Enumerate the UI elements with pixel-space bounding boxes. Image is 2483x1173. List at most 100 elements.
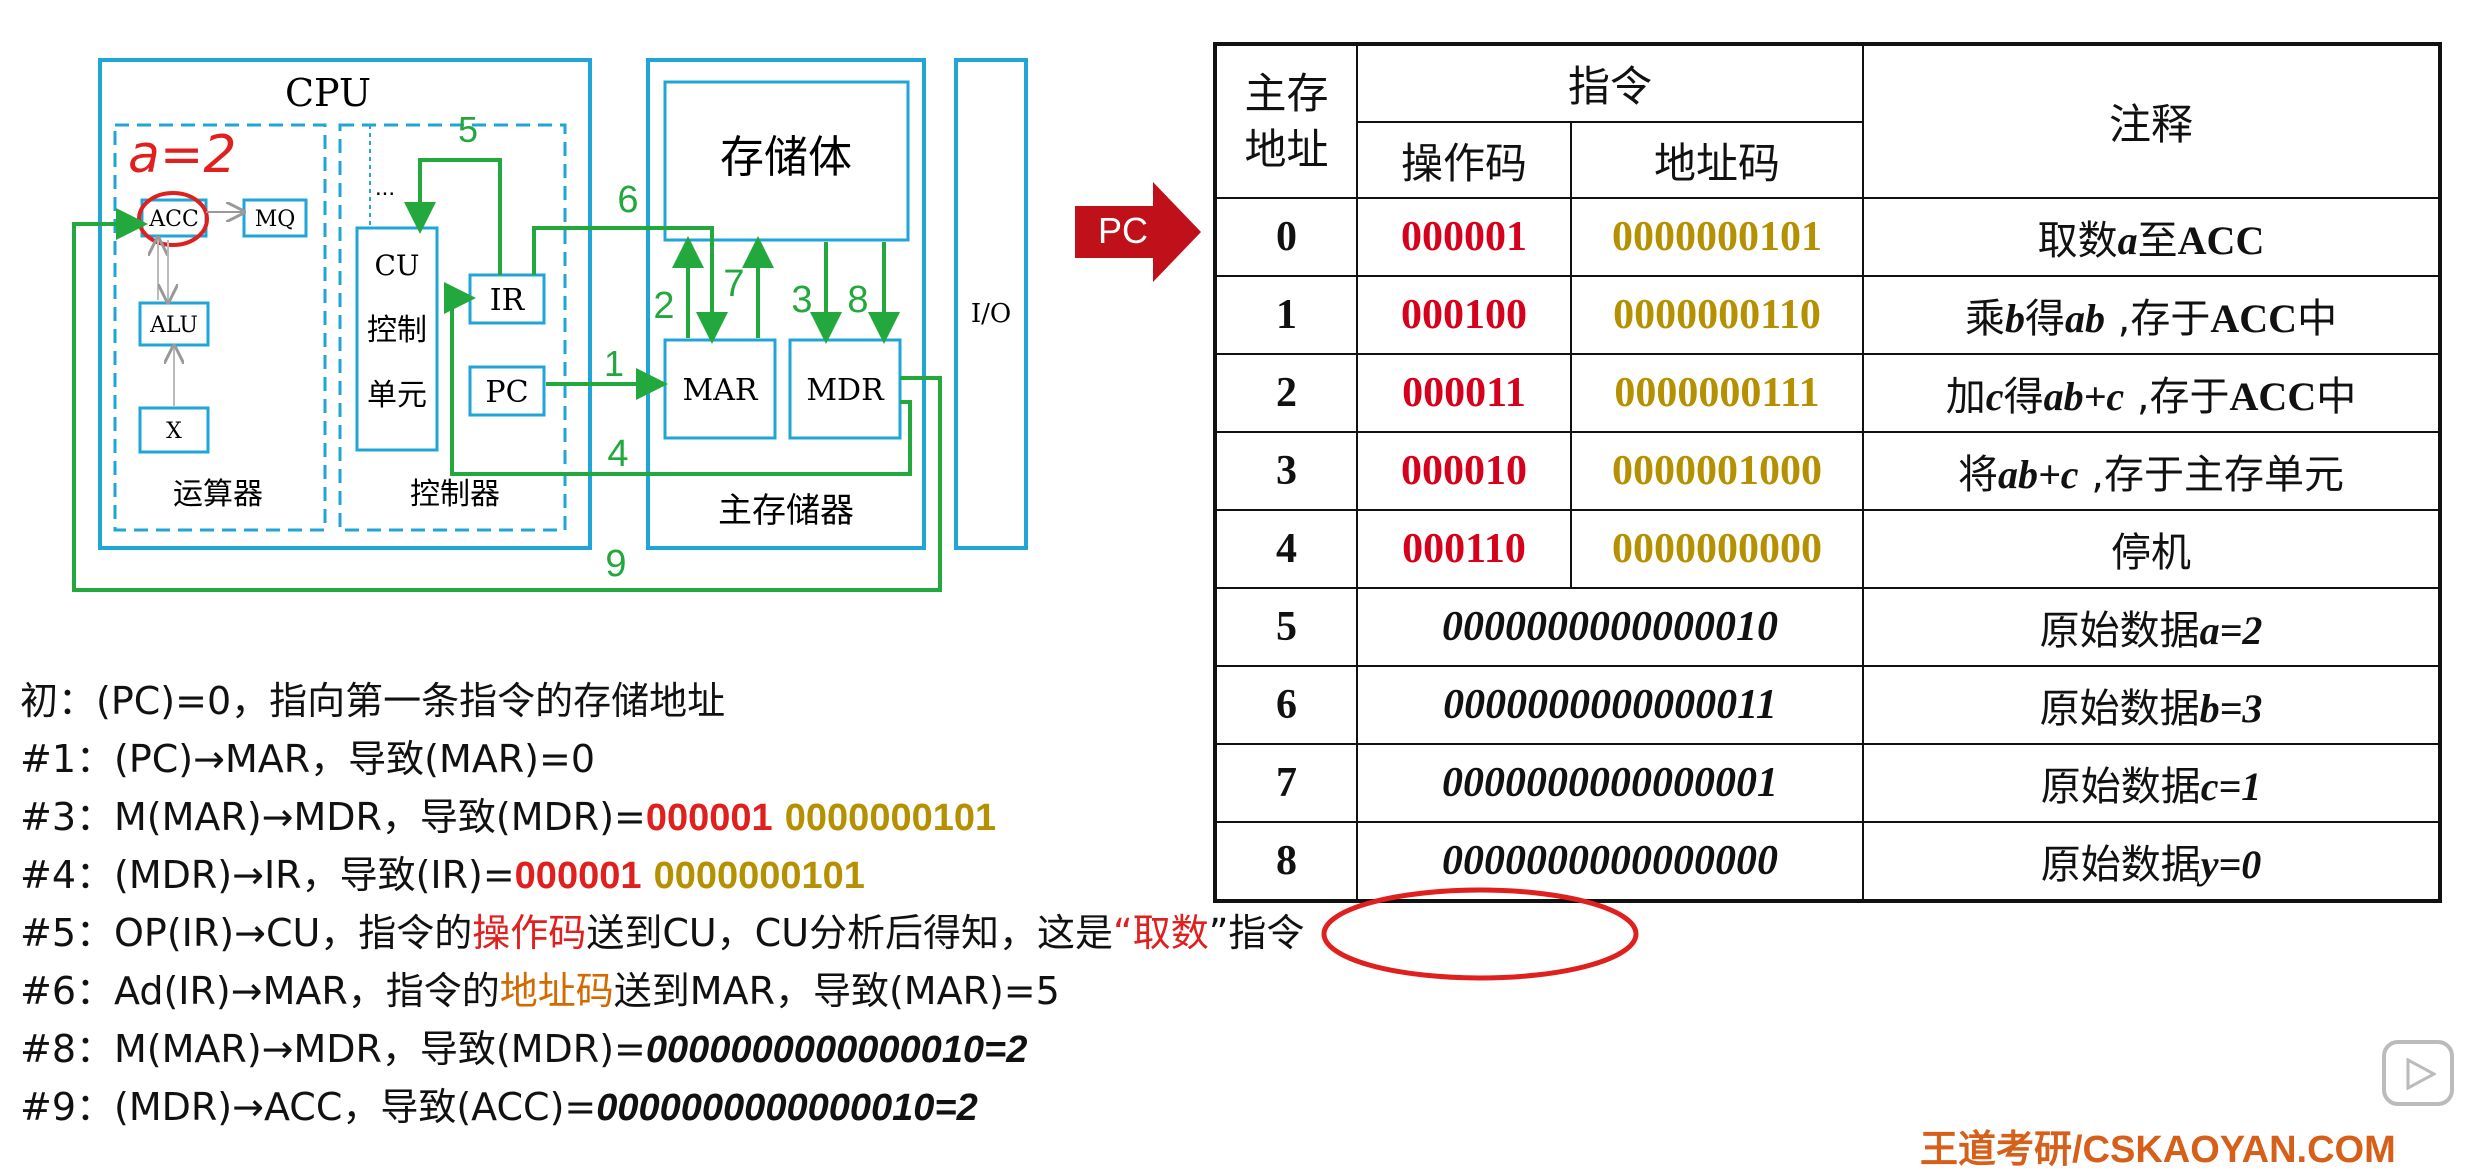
note-part: 中: [2297, 296, 2338, 342]
mdr-label: MDR: [806, 373, 885, 408]
x-box: [138, 406, 210, 454]
note-part: ab: [2064, 296, 2105, 341]
header-note: 注释: [1862, 43, 2442, 199]
cell-addrcode: 0000000110: [1569, 275, 1865, 355]
cell-address: 5: [1214, 587, 1358, 667]
step-6: #6：Ad(IR)→MAR，指令的地址码送到MAR，导致(MAR)=5: [20, 962, 1660, 1020]
cell-opcode: 000110: [1356, 509, 1572, 589]
step-4: #4：(MDR)→IR，导致(IR)=000001 0000000101: [20, 846, 1660, 904]
step-3-addrcode: 0000000101: [784, 797, 997, 839]
cell-opcode: 000100: [1356, 275, 1572, 355]
step-6-text: #6：Ad(IR)→MAR，指令的: [20, 969, 500, 1013]
step-5-quote-open: “: [1113, 911, 1133, 955]
cell-address: 8: [1214, 821, 1358, 902]
flow-4: [444, 282, 912, 476]
step-4-text: #4：(MDR)→IR，导致(IR)=: [20, 853, 515, 897]
cell-address: 4: [1214, 509, 1358, 589]
step-1: #1：(PC)→MAR，导致(MAR)=0: [20, 737, 595, 781]
cell-note: 乘b得ab ,存于ACC中: [1862, 275, 2442, 355]
quote-highlight-circle: [1321, 887, 1639, 981]
note-part: 原始数据: [2039, 686, 2200, 732]
note-part: 原始数据: [2040, 764, 2201, 810]
alu-group-label: 运算器: [173, 477, 263, 512]
memory-group-label: 主存储器: [718, 491, 854, 531]
mdr-box: [788, 338, 902, 440]
cell-note: 将ab+c ,存于主存单元: [1862, 431, 2442, 511]
pc-arrow-icon: [1075, 182, 1201, 282]
cell-note: 原始数据a=2: [1862, 587, 2442, 667]
note-part: b=3: [2199, 686, 2263, 731]
step-9: #9：(MDR)→ACC，导致(ACC)=0000000000000010=2: [20, 1078, 1660, 1136]
cell-opcode: 000001: [1356, 197, 1572, 277]
note-part: c=1: [2200, 764, 2262, 809]
note-part: y=0: [2200, 842, 2262, 887]
header-instruction: 指令: [1355, 43, 1865, 123]
step-6-highlight: 地址码: [499, 969, 614, 1013]
execution-steps: 初：(PC)=0，指向第一条指令的存储地址 #1：(PC)→MAR，导致(MAR…: [20, 672, 1660, 1136]
storage-label: 存储体: [720, 132, 852, 183]
step-init: 初：(PC)=0，指向第一条指令的存储地址: [20, 679, 726, 723]
cell-opcode: 000011: [1356, 353, 1572, 433]
cu-label-3: 单元: [367, 378, 427, 413]
step-4-opcode: 000001: [514, 855, 642, 897]
step-8-value: 0000000000000010=2: [645, 1029, 1028, 1071]
note-part: a=2: [2199, 608, 2263, 653]
cell-note: 加c得ab+c ,存于ACC中: [1862, 353, 2442, 433]
step-5-highlight: 操作码: [472, 911, 587, 955]
step-8-text: #8：M(MAR)→MDR，导致(MDR)=: [20, 1027, 646, 1071]
note-part: 乘: [1964, 296, 2005, 342]
note-part: 取数: [2037, 218, 2118, 264]
note-part: 将: [1958, 452, 1999, 498]
cell-address: 7: [1214, 743, 1358, 823]
note-part: ,存于: [2104, 296, 2211, 342]
header-opcode: 操作码: [1356, 121, 1572, 199]
step-5-quoted: 取数: [1132, 911, 1209, 955]
acc-annotation: a=2: [128, 125, 237, 185]
cu-label-1: CU: [374, 249, 419, 282]
cell-addrcode: 0000000101: [1569, 197, 1865, 277]
note-part: 至: [2137, 218, 2178, 264]
note-part: ab+c: [1998, 452, 2079, 497]
flow-6: [532, 226, 728, 344]
storage-box: [663, 80, 910, 242]
pc-label: PC: [485, 375, 528, 410]
cell-data-word: 0000000000000010: [1355, 587, 1865, 667]
flow-label-4: 4: [607, 433, 628, 475]
pc-box: [468, 365, 546, 417]
cell-address: 3: [1214, 431, 1358, 511]
cell-address: 6: [1214, 665, 1358, 745]
step-3: #3：M(MAR)→MDR，导致(MDR)=000001 0000000101: [20, 788, 1660, 846]
note-part: a: [2117, 218, 2138, 263]
computer-architecture-diagram: CPU ACC a=2 MQ ALU X 运算器 ... CU 控制 单元 IR…: [72, 58, 1028, 592]
note-part: ACC: [2177, 218, 2265, 263]
step-5-post: 指令: [1228, 911, 1305, 955]
flow-label-6: 6: [617, 179, 638, 221]
step-4-addrcode: 0000000101: [653, 855, 865, 897]
cpu-frame: [98, 58, 592, 550]
flow-label-7: 7: [723, 263, 744, 305]
flow-label-3: 3: [791, 279, 812, 321]
mar-label: MAR: [683, 373, 759, 408]
cell-addrcode: 0000001000: [1569, 431, 1865, 511]
flow-label-8: 8: [847, 279, 868, 321]
cu-dots: ...: [375, 174, 395, 201]
step-9-text: #9：(MDR)→ACC，导致(ACC)=: [20, 1085, 597, 1129]
header-addrcode: 地址码: [1569, 121, 1865, 199]
flow-label-2: 2: [653, 285, 674, 327]
alu-label: ALU: [149, 313, 198, 338]
cell-address: 2: [1214, 353, 1358, 433]
pc-arrow-label: PC: [1098, 210, 1149, 251]
step-5-quote-close: ”: [1208, 911, 1229, 955]
note-part: 得: [2024, 296, 2065, 342]
x-label: X: [166, 419, 182, 444]
play-button[interactable]: [2382, 1040, 2454, 1106]
